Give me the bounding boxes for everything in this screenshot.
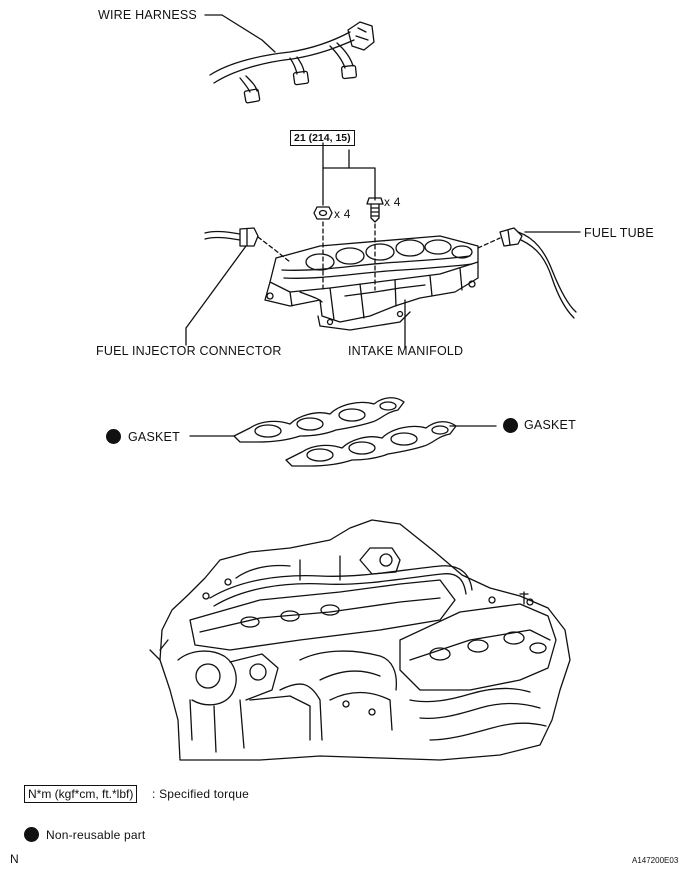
fuel-tube-drawing (477, 227, 581, 319)
fuel-injector-connector-label: FUEL INJECTOR CONNECTOR (96, 344, 282, 358)
wire-harness-label: WIRE HARNESS (98, 8, 197, 22)
gasket-upper-drawing (189, 397, 405, 443)
fuel-injector-connector-drawing (185, 227, 291, 346)
intake-manifold-drawing (264, 221, 479, 349)
fuel-tube-label: FUEL TUBE (584, 226, 654, 240)
gasket-right-label: GASKET (524, 418, 576, 432)
wire-harness-drawing (204, 14, 375, 104)
torque-unit-box: N*m (kgf*cm, ft.*lbf) (24, 785, 138, 803)
torque-legend-text: : Specified torque (152, 787, 249, 801)
bolt-quantity-label: x 4 (384, 195, 401, 209)
nut-quantity-label: x 4 (334, 207, 351, 221)
gasket-lower-drawing (285, 421, 497, 467)
non-reusable-mark-right-icon (503, 418, 518, 433)
engine-drawing (149, 519, 571, 761)
bolt-drawing (366, 197, 384, 223)
non-reusable-legend-icon (24, 827, 39, 842)
figure-code: A147200E03 (632, 856, 679, 865)
non-reusable-mark-left-icon (106, 429, 121, 444)
torque-spec-box: 21 (214, 15) (290, 130, 355, 146)
footer-left-mark: N (10, 852, 19, 866)
nut-drawing (313, 206, 333, 220)
gasket-left-label: GASKET (128, 430, 180, 444)
intake-manifold-label: INTAKE MANIFOLD (348, 344, 464, 358)
non-reusable-legend-text: Non-reusable part (46, 828, 146, 842)
torque-leader-lines (322, 142, 376, 206)
